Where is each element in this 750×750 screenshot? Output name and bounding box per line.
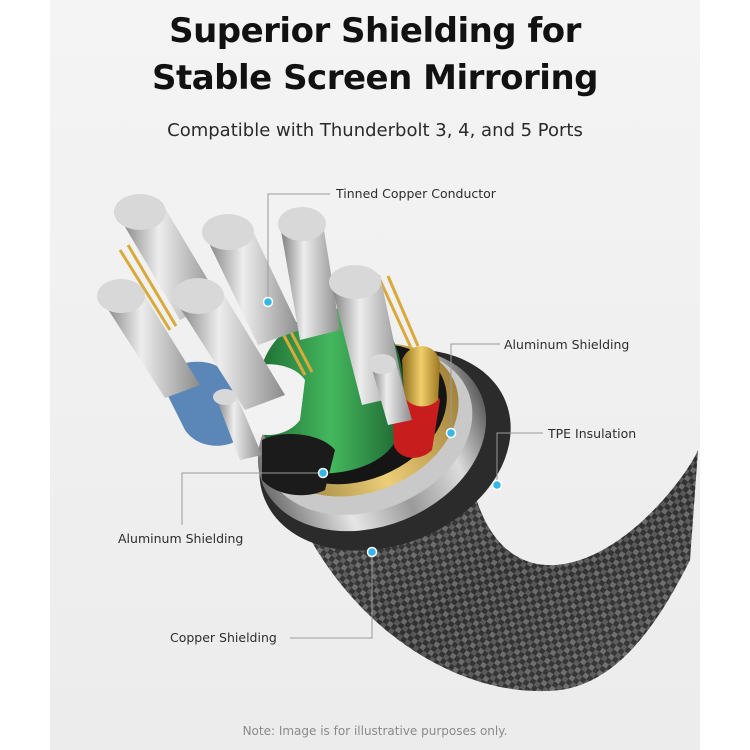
callout-leaders [181, 193, 543, 639]
dot-tpe [491, 479, 503, 491]
gold-wire-jacket [402, 346, 440, 407]
label-tinned-copper-conductor: Tinned Copper Conductor [336, 186, 496, 201]
label-tpe-insulation: TPE Insulation [548, 426, 637, 441]
illustrative-note: Note: Image is for illustrative purposes… [242, 724, 508, 738]
callout-dots [262, 296, 503, 558]
dot-aluminum-inner [317, 467, 329, 479]
conductor-bundles [97, 194, 412, 460]
page-title: Superior Shielding for Stable Screen Mir… [0, 8, 750, 102]
dot-copper [366, 546, 378, 558]
dot-aluminum-outer [445, 427, 457, 439]
black-wire-jacket [262, 434, 335, 496]
dot-tinned-copper [262, 296, 274, 308]
compatibility-subtitle: Compatible with Thunderbolt 3, 4, and 5 … [167, 120, 583, 141]
title-line-2: Stable Screen Mirroring [152, 58, 599, 98]
title-line-1: Superior Shielding for [169, 11, 581, 51]
label-aluminum-shielding-outer: Aluminum Shielding [504, 337, 630, 352]
label-aluminum-shielding-inner: Aluminum Shielding [118, 531, 244, 546]
label-copper-shielding: Copper Shielding [170, 630, 277, 645]
